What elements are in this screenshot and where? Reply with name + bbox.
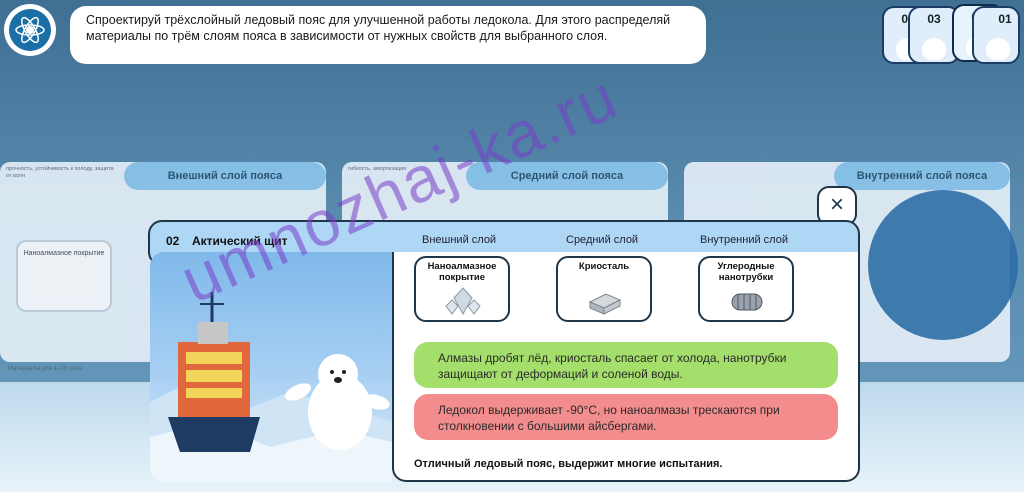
bg-panel-header: Внутренний слой пояса bbox=[834, 162, 1010, 190]
result-summary: Отличный ледовый пояс, выдержит многие и… bbox=[414, 458, 723, 470]
bg-note: Материалы для 1–10 слоя bbox=[8, 366, 82, 372]
bg-panel-header: Внешний слой пояса bbox=[124, 162, 326, 190]
level-label: 01 bbox=[998, 12, 1012, 26]
bg-material-card: Наноалмазное покрытие bbox=[16, 240, 112, 312]
material-label: Криосталь bbox=[578, 261, 630, 272]
atom-logo-button[interactable] bbox=[4, 4, 56, 56]
nanotube-icon bbox=[731, 293, 763, 311]
bear-icon bbox=[986, 38, 1010, 60]
column-label-middle: Средний слой bbox=[566, 234, 639, 246]
bg-panel-header: Средний слой пояса bbox=[466, 162, 668, 190]
nanodiamond-icon bbox=[445, 287, 481, 316]
feedback-negative: Ледокол выдерживает -90°С, но наноалмазы… bbox=[414, 394, 838, 440]
atom-icon bbox=[9, 9, 51, 51]
task-text: Спроектируй трёхслойный ледовый пояс для… bbox=[86, 13, 671, 43]
material-slot-inner[interactable]: Углеродные нанотрубки bbox=[698, 256, 794, 322]
level-switcher: 04 03 02 01 bbox=[882, 4, 1020, 66]
bg-panel-sub: гибкость, амортизация bbox=[348, 166, 407, 172]
bg-panel-sub: прочность, устойчивость к холоду, защита… bbox=[6, 166, 114, 179]
level-number: 02 bbox=[166, 234, 180, 248]
level-tab-01[interactable]: 01 bbox=[972, 6, 1020, 64]
material-label: Наноалмазное покрытие bbox=[427, 261, 497, 283]
column-label-inner: Внутренний слой bbox=[700, 234, 788, 246]
close-icon: × bbox=[829, 191, 844, 218]
level-label: 03 bbox=[927, 12, 941, 26]
column-label-outer: Внешний слой bbox=[422, 234, 497, 246]
task-instruction: Спроектируй трёхслойный ледовый пояс для… bbox=[70, 6, 706, 64]
close-button[interactable]: × bbox=[817, 186, 857, 226]
material-slot-outer[interactable]: Наноалмазное покрытие bbox=[414, 256, 510, 322]
bear-icon bbox=[922, 38, 946, 60]
material-label: Углеродные нанотрубки bbox=[717, 261, 775, 283]
modal-title: Актический щит bbox=[192, 234, 288, 248]
icebreaker-illustration bbox=[868, 190, 1018, 340]
material-slot-middle[interactable]: Криосталь bbox=[556, 256, 652, 322]
arctic-scene-illustration bbox=[150, 252, 392, 482]
level-tab-03[interactable]: 03 bbox=[908, 6, 960, 64]
feedback-positive: Алмазы дробят лёд, криосталь спасает от … bbox=[414, 342, 838, 388]
bg-card-label: Наноалмазное покрытие bbox=[23, 250, 105, 257]
modal-content: Наноалмазное покрытие Криосталь Углеродн… bbox=[392, 252, 860, 482]
cryosteel-icon bbox=[588, 293, 622, 315]
